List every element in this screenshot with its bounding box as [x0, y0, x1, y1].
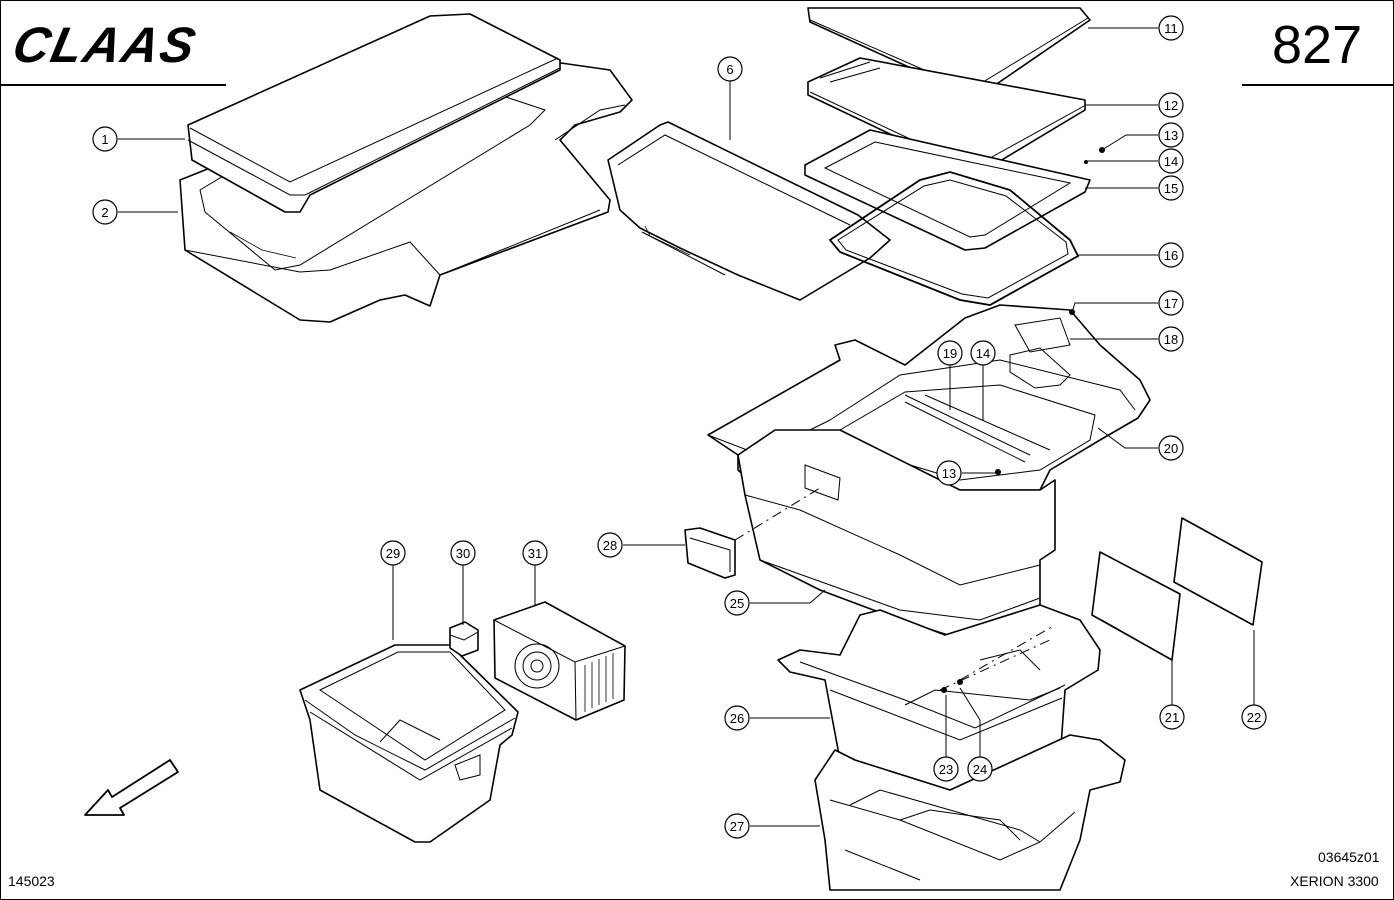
callout-27: 27 [724, 813, 750, 839]
svg-text:6: 6 [726, 62, 733, 77]
callout-19: 19 [937, 340, 963, 366]
svg-text:14: 14 [1164, 154, 1178, 169]
callout-31: 31 [522, 540, 548, 566]
svg-text:1: 1 [101, 132, 108, 147]
callout-13: 13 [1158, 122, 1184, 148]
callout-13-lower: 13 [936, 460, 962, 486]
assembly-lines [734, 487, 1056, 691]
callout-17: 17 [1158, 290, 1184, 316]
part-28-switch [684, 527, 736, 579]
callout-28: 28 [597, 532, 623, 558]
footer-left-code: 145023 [8, 873, 55, 889]
callout-23: 23 [933, 756, 959, 782]
part-1-armrest-lid [187, 13, 561, 213]
svg-text:18: 18 [1164, 332, 1178, 347]
part-27-storage-box [814, 734, 1126, 891]
callout-20: 20 [1158, 435, 1184, 461]
svg-text:2: 2 [101, 205, 108, 220]
svg-text:19: 19 [943, 346, 957, 361]
page-number: 827 [1272, 15, 1363, 75]
part-6-side-cover [607, 121, 891, 301]
part-25-console-shell [737, 429, 1056, 646]
callout-bubbles: 1 2 6 11 12 13 14 15 16 17 18 19 14 13 2… [92, 15, 1267, 839]
callout-1: 1 [92, 126, 118, 152]
part-26-tray [777, 604, 1101, 809]
svg-text:21: 21 [1165, 710, 1179, 725]
callout-21: 21 [1159, 704, 1185, 730]
svg-text:15: 15 [1164, 181, 1178, 196]
svg-text:13: 13 [1164, 128, 1178, 143]
leader-lines [118, 27, 1255, 827]
svg-text:29: 29 [386, 546, 400, 561]
callout-11: 11 [1158, 15, 1184, 41]
callout-12: 12 [1158, 92, 1184, 118]
callout-2: 2 [92, 199, 118, 225]
callout-14: 14 [1158, 148, 1184, 174]
callout-25: 25 [724, 590, 750, 616]
svg-text:25: 25 [730, 596, 744, 611]
svg-text:14: 14 [976, 346, 990, 361]
callout-26: 26 [724, 705, 750, 731]
svg-text:20: 20 [1164, 441, 1178, 456]
callout-16: 16 [1158, 242, 1184, 268]
svg-text:12: 12 [1164, 98, 1178, 113]
part-29-storage-bin [299, 644, 519, 843]
svg-text:26: 26 [730, 711, 744, 726]
part-30-relay [449, 621, 479, 657]
svg-text:11: 11 [1164, 21, 1178, 36]
part-22-plate [1173, 517, 1263, 626]
callout-30: 30 [450, 540, 476, 566]
callout-14-lower: 14 [970, 340, 996, 366]
callout-29: 29 [380, 540, 406, 566]
svg-text:22: 22 [1247, 710, 1261, 725]
footer-model: XERION 3300 [1290, 873, 1379, 889]
svg-text:31: 31 [528, 546, 542, 561]
svg-text:30: 30 [456, 546, 470, 561]
footer-drawing-code: 03645z01 [1318, 849, 1380, 865]
svg-text:28: 28 [603, 538, 617, 553]
callout-6: 6 [717, 56, 743, 82]
part-31-fan-unit [493, 601, 626, 721]
header-rule-left [0, 84, 226, 86]
svg-text:13: 13 [942, 466, 956, 481]
arrow-icon [84, 759, 179, 816]
part-16-seal [828, 171, 1080, 306]
callout-15: 15 [1158, 175, 1184, 201]
callout-18: 18 [1158, 326, 1184, 352]
svg-text:27: 27 [730, 819, 744, 834]
svg-text:16: 16 [1164, 248, 1178, 263]
part-21-plate [1091, 551, 1181, 661]
part-2-console-base [179, 59, 633, 323]
callout-24: 24 [967, 756, 993, 782]
svg-text:23: 23 [939, 762, 953, 777]
svg-text:24: 24 [973, 762, 987, 777]
svg-text:17: 17 [1164, 296, 1178, 311]
part-15-lid-frame [804, 129, 1091, 251]
callout-22: 22 [1241, 704, 1267, 730]
header-rule-right [1242, 84, 1393, 86]
